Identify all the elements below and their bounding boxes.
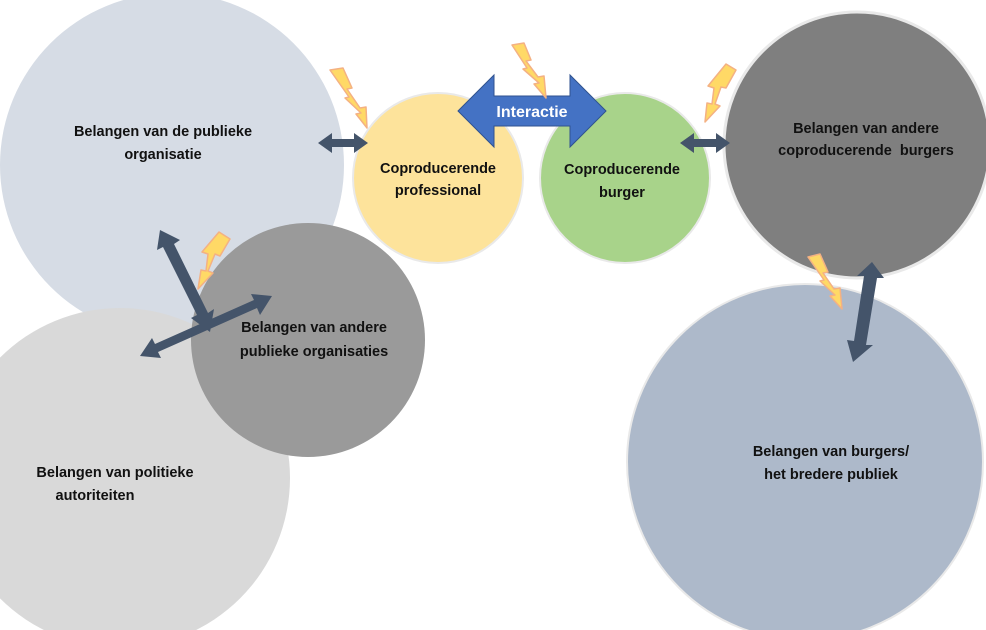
svg-text:professional: professional	[395, 183, 481, 199]
double-arrow-icon	[318, 133, 368, 153]
svg-text:Coproducerende: Coproducerende	[380, 161, 496, 177]
double-arrow-icon	[847, 262, 884, 362]
circle-bredere-publiek	[626, 283, 984, 630]
svg-text:Coproducerende: Coproducerende	[564, 162, 680, 178]
lightning-icon	[329, 67, 368, 129]
svg-text:Belangen van politieke: Belangen van politieke	[36, 465, 193, 481]
label-publieke-organisatie: Belangen van de publieke organisatie	[74, 124, 252, 163]
svg-text:het bredere publiek: het bredere publiek	[764, 467, 899, 483]
label-coproducerende-burger: Coproducerende burger	[564, 162, 680, 201]
svg-text:Belangen van de publieke: Belangen van de publieke	[74, 124, 252, 140]
circle-coproducerende-burger	[539, 92, 711, 264]
lightning-icon	[511, 42, 547, 99]
label-bredere-publiek: Belangen van burgers/ het bredere publie…	[753, 444, 909, 483]
svg-text:publieke organisaties: publieke organisaties	[240, 344, 388, 360]
svg-text:autoriteiten: autoriteiten	[56, 488, 135, 504]
svg-text:coproducerende burgers: coproducerende burgers	[778, 143, 954, 159]
label-politieke-autoriteiten: Belangen van politieke autoriteiten	[36, 465, 193, 504]
lightning-icon	[704, 63, 737, 123]
svg-text:Belangen van andere: Belangen van andere	[241, 320, 387, 336]
svg-text:Belangen van burgers/: Belangen van burgers/	[753, 444, 909, 460]
lightning-icon	[807, 253, 843, 310]
circle-coproducerende-professional	[352, 92, 524, 264]
label-andere-coproducerende-burgers: Belangen van andere coproducerende burge…	[778, 121, 954, 159]
label-andere-publieke-organisaties: Belangen van andere publieke organisatie…	[240, 320, 388, 360]
interactie-arrow: Interactie	[457, 73, 607, 149]
svg-text:burger: burger	[599, 185, 645, 201]
double-arrow-icon	[157, 230, 214, 332]
circle-andere-publieke-organisaties	[191, 223, 425, 457]
lightning-icon	[197, 231, 231, 290]
svg-text:organisatie: organisatie	[124, 147, 201, 163]
double-arrow-icon	[680, 133, 730, 153]
interactie-label: Interactie	[496, 104, 567, 121]
label-coproducerende-professional: Coproducerende professional	[380, 161, 496, 199]
svg-text:Belangen van andere: Belangen van andere	[793, 121, 939, 137]
double-arrow-icon	[140, 294, 272, 358]
